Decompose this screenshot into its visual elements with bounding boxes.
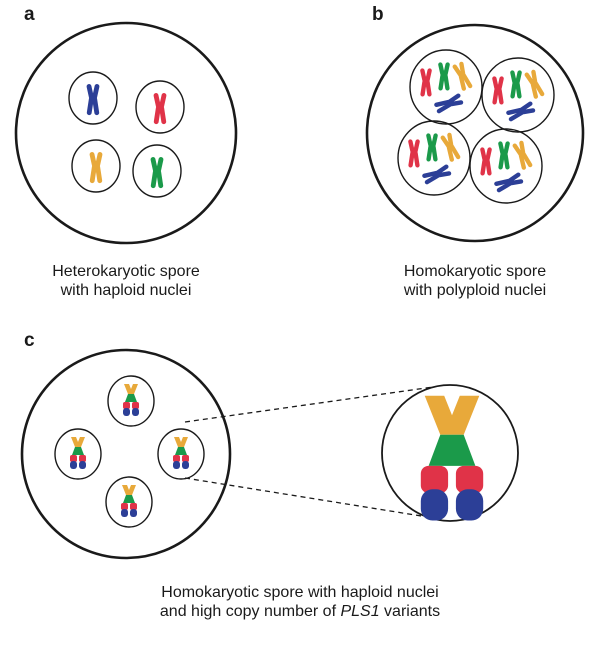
caption-b-line2: with polyploid nuclei [403,282,547,299]
caption-a-line2: with haploid nuclei [60,282,192,299]
orange-chromosome [452,61,473,91]
blue-chromosome [434,93,464,114]
polyploid-nucleus [481,57,555,133]
nucleus [54,428,102,480]
nucleus [135,80,185,134]
pls1-chromosome-magnified [420,395,484,521]
caption-c-line1: Homokaryotic spore with haploid nuclei [161,584,439,601]
blue-chromosome [506,101,536,122]
green-chromosome [150,157,164,189]
nucleus [105,476,153,528]
caption-c-line2-suffix: variants [379,603,441,620]
zoom-line-bottom [184,477,441,520]
panel-label-c: c [24,330,35,351]
red-chromosome [480,147,492,176]
homokaryotic-polyploid-spore-outline [365,23,585,243]
red-chromosome [153,93,167,125]
nucleus [132,144,182,198]
haploid-nuclei-group [68,71,185,198]
caption-c-line2-prefix: and high copy number of [159,603,341,620]
orange-chromosome [89,152,103,184]
red-chromosome [492,76,504,105]
blue-chromosome [422,164,452,185]
green-chromosome [438,62,450,91]
caption-c-gene-name: PLS1 [340,603,380,620]
pls1-chromosome [173,437,189,469]
panel-label-a: a [24,4,35,25]
nucleus [68,71,118,125]
heterokaryotic-spore-outline [14,21,238,245]
caption-c-line2: and high copy number of PLS1 variants [90,602,510,621]
haploid-nuclei-high-copy-group [54,375,205,528]
red-chromosome [408,139,420,168]
nucleus [157,428,205,480]
caption-a-line1: Heterokaryotic spore [52,263,200,280]
green-chromosome [510,70,522,99]
caption-panel-b: Homokaryotic spore with polyploid nuclei [352,262,598,300]
panel-label-b: b [372,4,384,25]
caption-b-line1: Homokaryotic spore [403,263,547,280]
orange-chromosome [440,132,461,162]
blue-chromosome [86,84,100,116]
panel-b-diagram [365,23,585,243]
green-chromosome [498,141,510,170]
panel-a-diagram [14,21,238,245]
orange-chromosome [524,69,545,99]
pls1-chromosome [121,485,137,517]
pls1-chromosome [70,437,86,469]
nucleus [107,375,155,427]
polyploid-nuclei-group [397,49,555,204]
nucleus [71,139,121,193]
polyploid-nucleus [469,128,543,204]
orange-chromosome [512,140,533,170]
green-chromosome [426,133,438,162]
polyploid-nucleus [409,49,483,125]
magnified-pls1-chromosome [420,395,484,521]
caption-panel-a: Heterokaryotic spore with haploid nuclei [6,262,246,300]
blue-chromosome [494,172,524,193]
red-chromosome [420,68,432,97]
caption-panel-c: Homokaryotic spore with haploid nuclei a… [90,583,510,621]
panel-c-diagram [20,348,519,560]
zoom-line-top [184,385,441,423]
homokaryotic-haploid-spore-outline [20,348,232,560]
pls1-chromosome [123,384,139,416]
polyploid-nucleus [397,120,471,196]
